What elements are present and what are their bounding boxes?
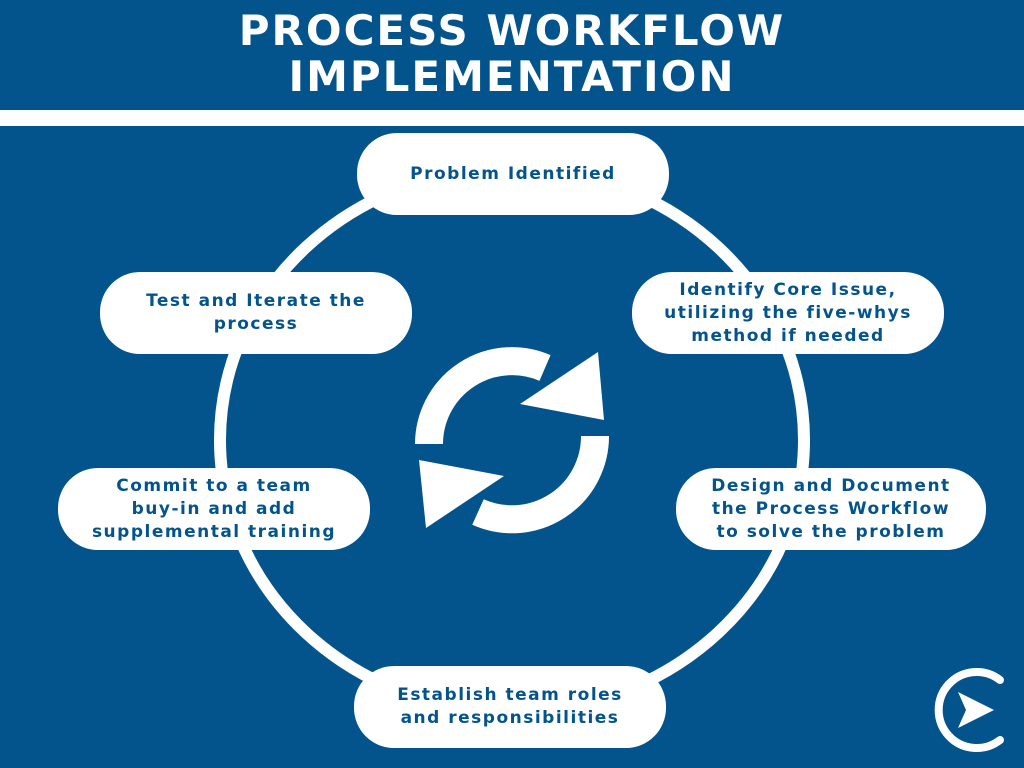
step-label: Design and Document the Process Workflow…	[711, 475, 951, 542]
step-label: Establish team roles and responsibilitie…	[397, 685, 623, 728]
page-title-line-2: IMPLEMENTATION	[288, 52, 736, 101]
step-label: Commit to a team buy-in and add suppleme…	[91, 475, 337, 542]
c-play-logo-icon	[934, 668, 1004, 752]
step-problem-identified: Problem Identified	[357, 133, 669, 215]
refresh-cycle-icon	[415, 347, 610, 534]
title-divider	[0, 110, 1024, 126]
step-commit-buy-in: Commit to a team buy-in and add suppleme…	[58, 468, 370, 550]
page-title-line-1: PROCESS WORKFLOW	[238, 6, 786, 55]
step-identify-core-issue: Identify Core Issue, utilizing the five-…	[632, 272, 944, 354]
step-design-and-document: Design and Document the Process Workflow…	[676, 468, 986, 550]
title-banner: PROCESS WORKFLOW IMPLEMENTATION	[0, 0, 1024, 108]
step-label: Test and Iterate the process	[146, 291, 366, 334]
cycle-ring	[214, 162, 810, 718]
step-label: Identify Core Issue, utilizing the five-…	[664, 279, 912, 346]
step-test-and-iterate: Test and Iterate the process	[100, 272, 412, 354]
step-label: Problem Identified	[410, 163, 616, 184]
step-establish-roles: Establish team roles and responsibilitie…	[354, 666, 666, 748]
